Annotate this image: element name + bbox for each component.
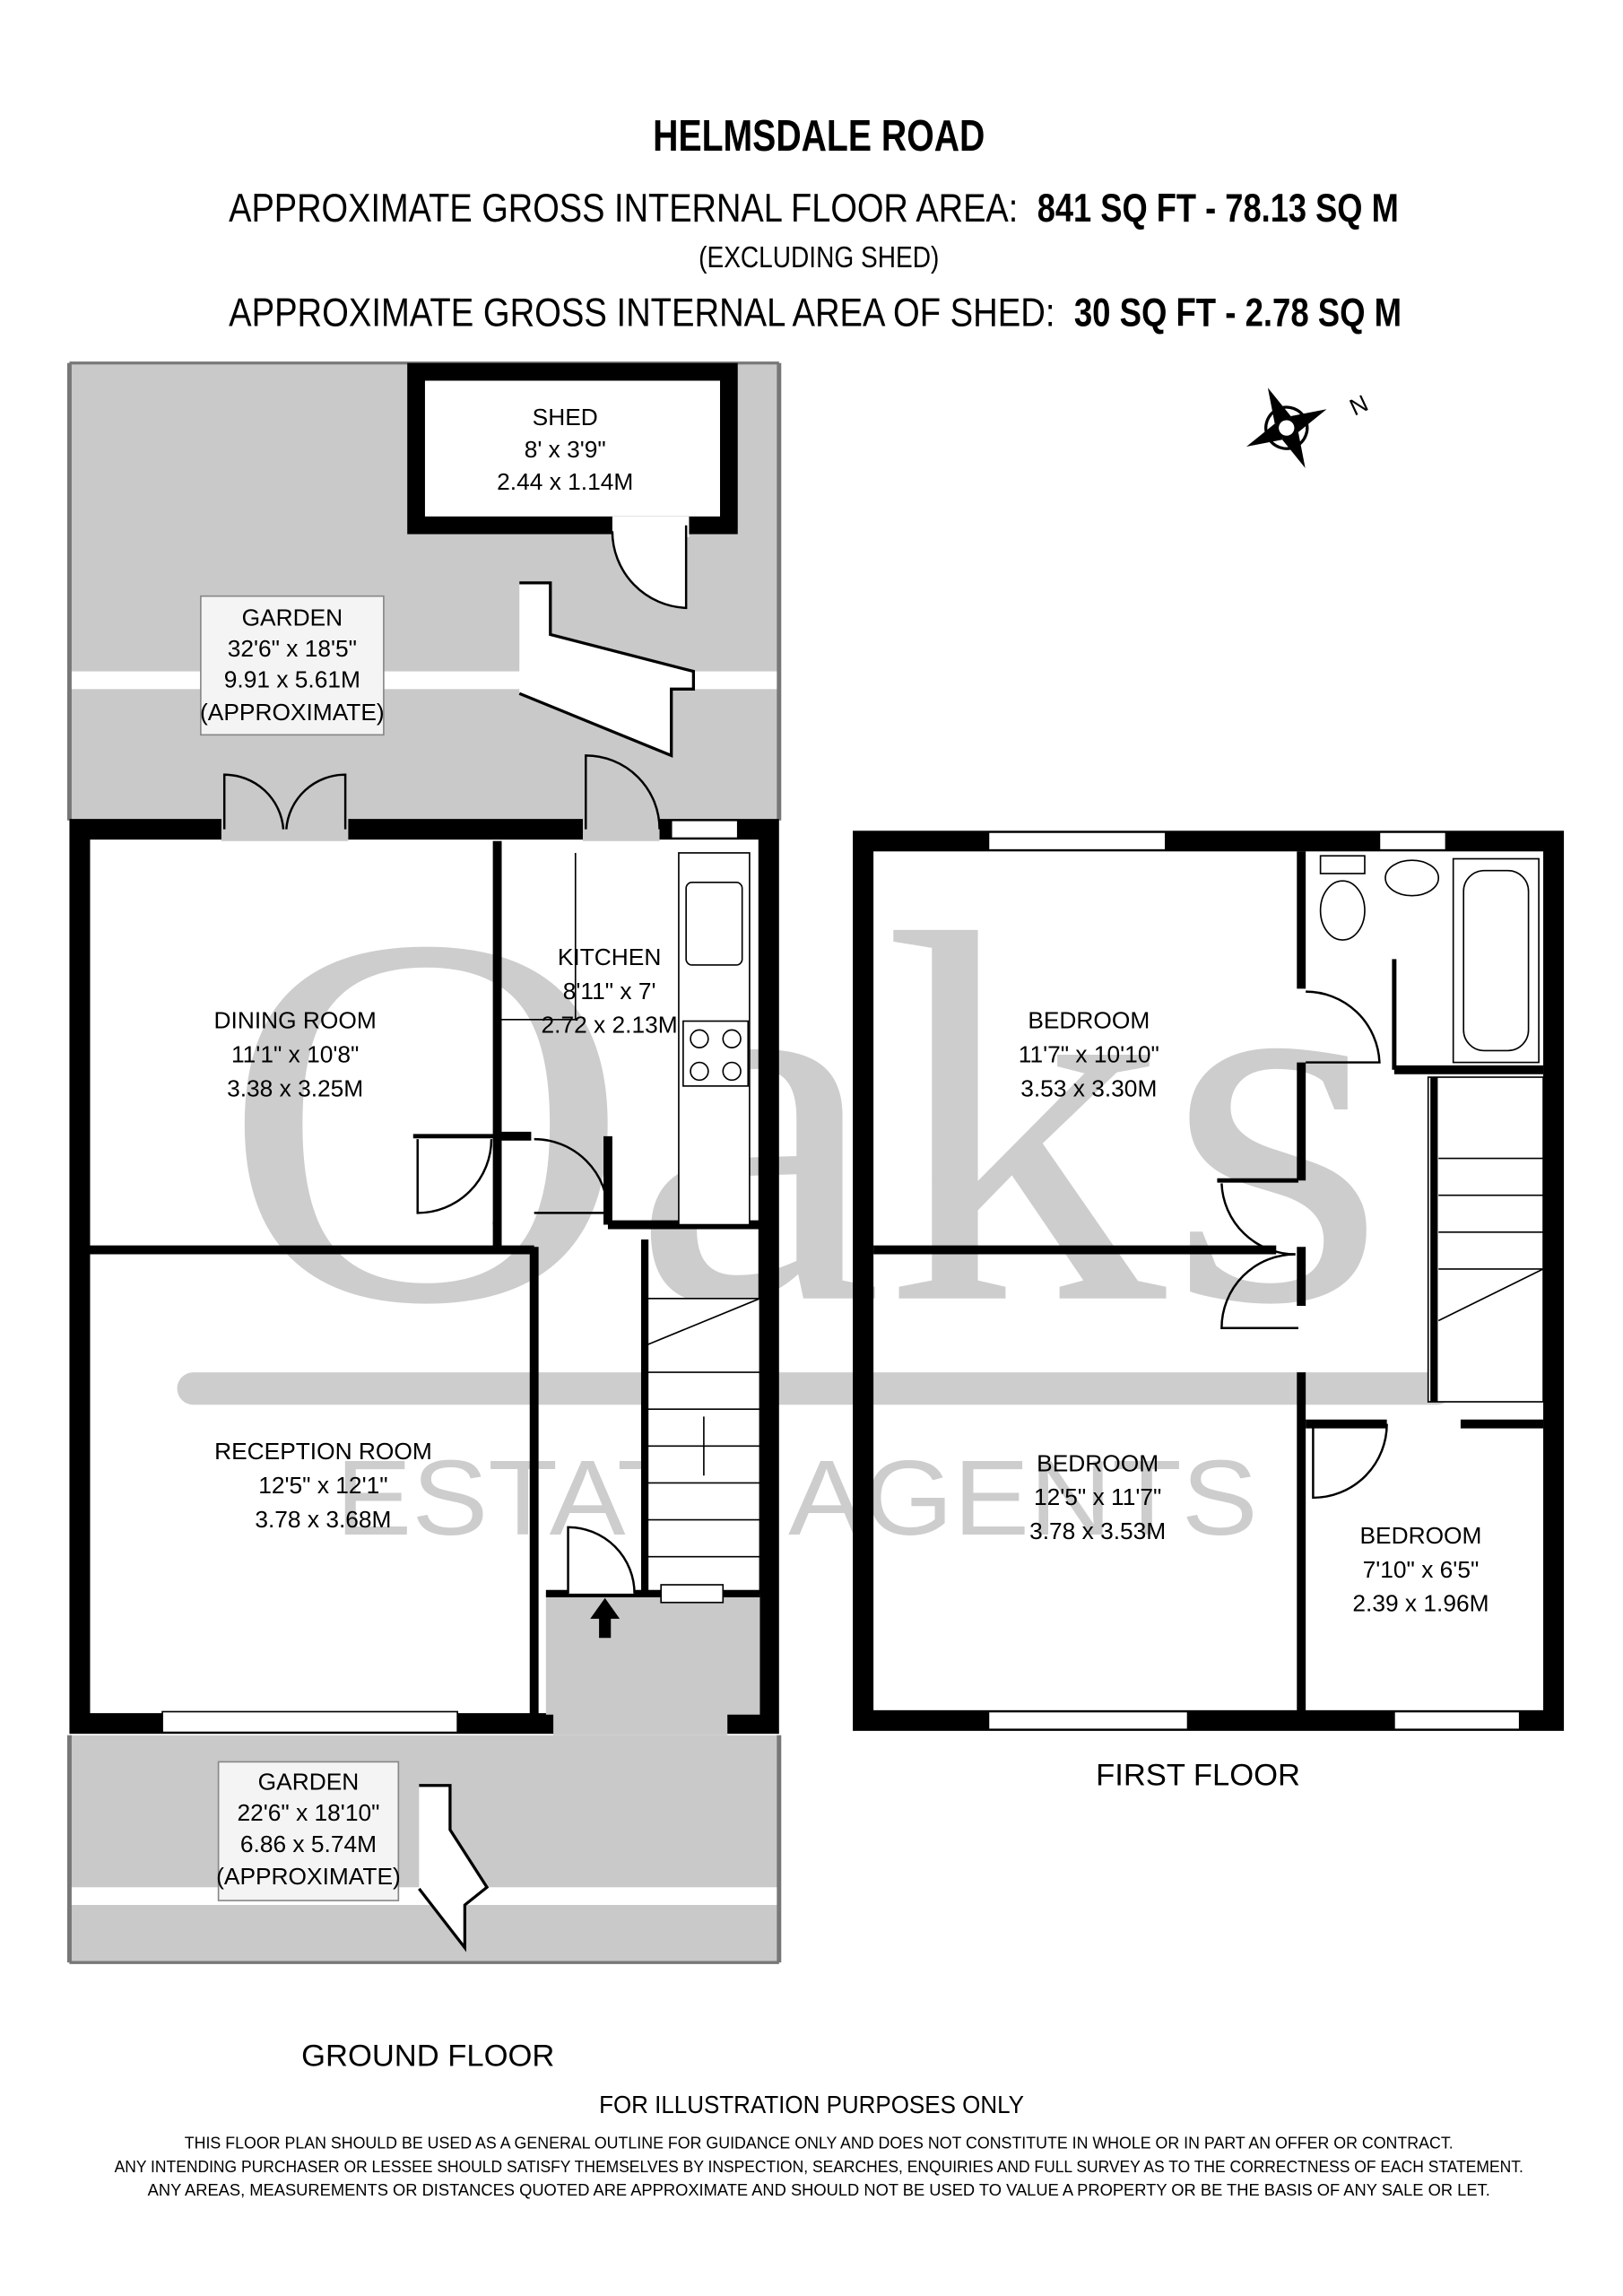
front-garden-note: (APPROXIMATE) <box>216 1863 401 1890</box>
rear-garden-name: GARDEN <box>242 604 343 631</box>
garden-break-line <box>518 581 696 758</box>
shed-metric: 2.44 x 1.14M <box>497 468 633 495</box>
bedroom-2-name: BEDROOM <box>1037 1449 1159 1476</box>
ground-floor: SHED 8' x 3'9" 2.44 x 1.14M GARDEN 32'6"… <box>66 361 782 2073</box>
rear-window <box>987 831 1167 851</box>
compass-north-label: N <box>1345 389 1372 421</box>
rear-garden-metric: 9.91 x 5.61M <box>224 666 360 693</box>
entrance-arrow-icon <box>590 1597 621 1639</box>
shed-area-label: APPROXIMATE GROSS INTERNAL AREA OF SHED: <box>229 291 1055 335</box>
floor-area-value: 841 SQ FT - 78.13 SQ M <box>1037 187 1399 230</box>
watermark: Oaks ESTATE AGENTS <box>177 826 1454 1558</box>
page-title: HELMSDALE ROAD <box>653 111 985 161</box>
dining-room-metric: 3.38 x 3.25M <box>227 1074 363 1101</box>
dining-room-name: DINING ROOM <box>214 1007 377 1034</box>
first-floor-outer-walls <box>853 831 1565 1731</box>
reception-room-metric: 3.78 x 3.68M <box>255 1506 391 1533</box>
shed-name: SHED <box>533 404 598 430</box>
rear-garden-note: (APPROXIMATE) <box>200 699 385 726</box>
floor-area-label: APPROXIMATE GROSS INTERNAL FLOOR AREA: <box>229 187 1018 230</box>
bedroom-2-imperial: 12'5" x 11'7" <box>1034 1483 1161 1510</box>
bedroom-3-imperial: 7'10" x 6'5" <box>1363 1556 1480 1583</box>
header: HELMSDALE ROAD APPROXIMATE GROSS INTERNA… <box>229 111 1402 335</box>
bedroom-1-metric: 3.53 x 3.30M <box>1020 1074 1157 1101</box>
rear-garden-label-box <box>200 595 385 736</box>
reception-room-name: RECEPTION ROOM <box>214 1438 432 1465</box>
illustration-note: FOR ILLUSTRATION PURPOSES ONLY <box>599 2091 1024 2118</box>
front-garden-name: GARDEN <box>258 1769 360 1796</box>
kitchen-sink-icon <box>685 882 743 966</box>
first-floor-label: FIRST FLOOR <box>1096 1759 1300 1793</box>
watermark-tagline: ESTATE AGENTS <box>335 1439 1257 1558</box>
basin-icon <box>1384 859 1440 897</box>
kitchen-imperial: 8'11" x 7' <box>563 978 656 1004</box>
bedroom-1-name: BEDROOM <box>1028 1007 1150 1034</box>
shed-door <box>611 525 688 610</box>
disclaimer-line: ANY INTENDING PURCHASER OR LESSEE SHOULD… <box>115 2158 1523 2176</box>
porch <box>545 1593 760 1715</box>
bedroom-1-imperial: 11'7" x 10'10" <box>1019 1041 1159 1068</box>
ground-floor-label: GROUND FLOOR <box>301 2039 554 2073</box>
kitchen-worktop <box>678 852 751 1226</box>
front-window <box>161 1710 458 1734</box>
shed-area-value: 30 SQ FT - 2.78 SQ M <box>1074 291 1402 335</box>
disclaimer-line: ANY AREAS, MEASUREMENTS OR DISTANCES QUO… <box>148 2181 1490 2199</box>
reception-room-imperial: 12'5" x 12'1" <box>258 1472 387 1499</box>
front-garden-label-box <box>217 1761 400 1901</box>
bedroom-2-metric: 3.78 x 3.53M <box>1029 1518 1166 1544</box>
toilet-icon <box>1319 880 1366 941</box>
rear-garden-imperial: 32'6" x 18'5" <box>228 635 357 662</box>
kitchen-metric: 2.72 x 2.13M <box>542 1012 678 1039</box>
watermark-bar <box>177 1372 1454 1405</box>
floor-area-note: (EXCLUDING SHED) <box>699 240 939 274</box>
watermark-brand: Oaks <box>221 826 1387 1414</box>
front-garden-imperial: 22'6" x 18'10" <box>237 1799 379 1826</box>
french-doors <box>222 773 347 830</box>
shed-imperial: 8' x 3'9" <box>525 436 606 463</box>
bath-icon <box>1452 857 1540 1064</box>
kitchen-name: KITCHEN <box>558 944 662 970</box>
first-floor-stairs <box>1427 1076 1544 1403</box>
front-garden-metric: 6.86 x 5.74M <box>240 1831 377 1857</box>
compass-icon <box>1246 387 1327 468</box>
hob-icon <box>682 1020 750 1087</box>
bedroom-3-name: BEDROOM <box>1360 1522 1482 1549</box>
disclaimer-line: THIS FLOOR PLAN SHOULD BE USED AS A GENE… <box>185 2134 1454 2152</box>
first-floor: BEDROOM 11'7" x 10'10" 3.53 x 3.30M BEDR… <box>853 831 1565 1793</box>
footer: FOR ILLUSTRATION PURPOSES ONLY THIS FLOO… <box>115 2091 1523 2199</box>
shed-walls <box>407 362 738 535</box>
dining-room-imperial: 11'1" x 10'8" <box>231 1041 359 1068</box>
kitchen-door <box>585 754 661 830</box>
bedroom-3-metric: 2.39 x 1.96M <box>1352 1590 1488 1617</box>
